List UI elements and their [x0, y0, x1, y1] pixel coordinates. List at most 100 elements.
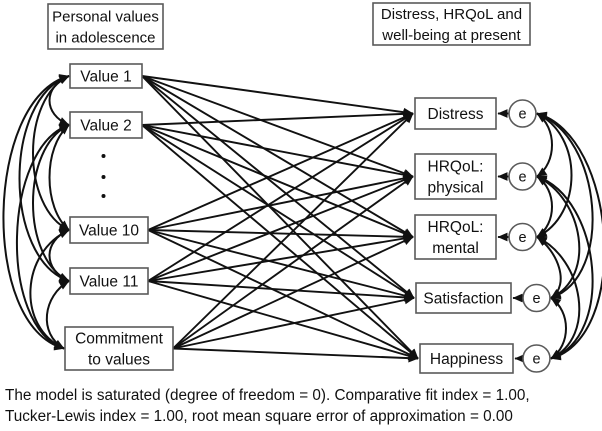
covariance-e-hrqol_physical-e-happiness — [536, 175, 594, 360]
covariance-value2-value10 — [48, 124, 70, 231]
error-circle — [508, 222, 537, 252]
ellipsis-dot — [101, 175, 106, 179]
ellipsis-dots — [101, 154, 106, 198]
node-label-line-1: HRQoL: — [428, 219, 484, 236]
sem-path-diagram: Personal values in adolescence Distress, H… — [2, 2, 602, 374]
error-term-hrqol_physical: e — [508, 162, 537, 191]
path-value2-to-satisfaction — [141, 124, 415, 299]
node-hrqol_mental-box — [414, 214, 497, 260]
error-circle — [522, 344, 551, 373]
path-value10-to-satisfaction — [147, 229, 415, 300]
error-circle — [508, 162, 537, 191]
error-label: e — [532, 352, 540, 368]
nodes: Personal values in adolescence Distress, H… — [47, 2, 551, 374]
caption-line-1: The model is saturated (degree of freedo… — [5, 387, 530, 404]
path-value10-to-hrqol_mental — [147, 229, 414, 242]
path-value1-to-satisfaction — [141, 75, 415, 299]
path-commitment-to-hrqol_mental — [172, 236, 414, 350]
error-label: e — [518, 170, 526, 186]
node-value2: Value 2 — [69, 111, 143, 139]
header-personal-values-box — [47, 3, 164, 50]
error-label: e — [532, 291, 540, 307]
covariance-value11-commitment — [46, 280, 70, 350]
error-circle — [508, 99, 537, 128]
covariance-value1-value11 — [18, 74, 70, 283]
path-commitment-to-satisfaction — [172, 295, 415, 350]
node-label-line-2: mental — [432, 240, 479, 257]
node-label: Satisfaction — [423, 291, 503, 308]
ellipsis-dot — [101, 194, 106, 198]
covariance-e-satisfaction-e-happiness — [550, 297, 567, 360]
path-value2-to-happiness — [141, 124, 419, 360]
ellipsis-dot — [101, 154, 106, 158]
error-term-hrqol_mental: e — [508, 222, 537, 252]
error-label: e — [518, 230, 526, 246]
node-value1-box — [69, 63, 143, 89]
error-covariance-arcs — [536, 111, 602, 361]
covariance-value1-commitment — [2, 74, 70, 351]
node-label-line-1: Personal values — [52, 9, 159, 26]
covariance-value10-commitment — [29, 229, 70, 350]
error-term-satisfaction: e — [522, 283, 551, 313]
path-value11-to-happiness — [147, 280, 419, 361]
node-value1: Value 1 — [69, 63, 143, 89]
node-label-line-1: Commitment — [75, 331, 164, 348]
node-happiness-box — [419, 343, 514, 374]
path-value10-to-happiness — [147, 229, 419, 360]
path-value2-to-hrqol_mental — [141, 124, 414, 238]
node-hrqol_physical: HRQoL:physical — [414, 153, 497, 200]
header-distress-hrqol-box — [372, 2, 531, 46]
node-commitment-box — [64, 326, 174, 371]
node-distress-box — [414, 97, 497, 130]
path-value2-to-hrqol_physical — [141, 124, 414, 180]
node-label-line-2: in adolescence — [55, 30, 155, 47]
node-label-line-1: Distress, HRQoL and — [381, 6, 522, 23]
node-satisfaction: Satisfaction — [415, 282, 512, 314]
error-term-happiness: e — [522, 344, 551, 373]
caption: The model is saturated (degree of freedo… — [5, 385, 600, 427]
path-commitment-to-distress — [172, 112, 414, 350]
path-value10-to-hrqol_physical — [147, 174, 414, 231]
node-value11: Value 11 — [69, 267, 149, 295]
node-label: Value 10 — [79, 223, 139, 240]
path-value11-to-hrqol_mental — [147, 234, 414, 282]
path-value1-to-hrqol_mental — [141, 75, 414, 238]
path-value2-to-distress — [141, 109, 414, 126]
node-label: Value 1 — [80, 69, 131, 86]
path-commitment-to-hrqol_physical — [172, 175, 414, 350]
error-label: e — [518, 107, 526, 123]
node-distress: Distress — [414, 97, 497, 130]
left-covariance-arcs — [2, 74, 70, 351]
node-label-line-2: physical — [428, 180, 484, 197]
path-value11-to-satisfaction — [147, 280, 415, 302]
node-value11-box — [69, 267, 149, 295]
path-value1-to-hrqol_physical — [141, 75, 414, 178]
caption-line-2: Tucker-Lewis index = 1.00, root mean squ… — [5, 408, 513, 425]
node-value2-box — [69, 111, 143, 139]
node-label-line-2: to values — [88, 352, 150, 369]
header-personal-values: Personal values in adolescence — [47, 3, 164, 50]
covariance-value10-value11 — [48, 229, 70, 282]
node-label: Distress — [428, 106, 484, 123]
covariance-value2-commitment — [16, 123, 70, 350]
node-hrqol_physical-box — [414, 153, 497, 200]
covariance-e-hrqol_mental-e-happiness — [536, 236, 581, 360]
node-commitment: Commitment to values — [64, 326, 174, 371]
path-value11-to-hrqol_physical — [147, 175, 414, 282]
node-satisfaction-box — [415, 282, 512, 314]
path-value11-to-distress — [147, 112, 414, 282]
error-circle — [522, 283, 551, 313]
node-value10: Value 10 — [69, 216, 149, 244]
node-label-line-2: well-being at present — [381, 27, 521, 44]
node-happiness: Happiness — [419, 343, 514, 374]
structural-paths — [141, 75, 525, 363]
path-value1-to-distress — [141, 75, 414, 117]
node-label: Happiness — [430, 351, 503, 368]
node-value10-box — [69, 216, 149, 244]
covariance-e-distress-e-happiness — [536, 111, 602, 361]
node-label: Value 11 — [80, 274, 139, 291]
node-label: Value 2 — [80, 118, 131, 135]
header-distress-hrqol: Distress, HRQoL and well-being at present — [372, 2, 531, 46]
node-hrqol_mental: HRQoL: mental — [414, 214, 497, 260]
